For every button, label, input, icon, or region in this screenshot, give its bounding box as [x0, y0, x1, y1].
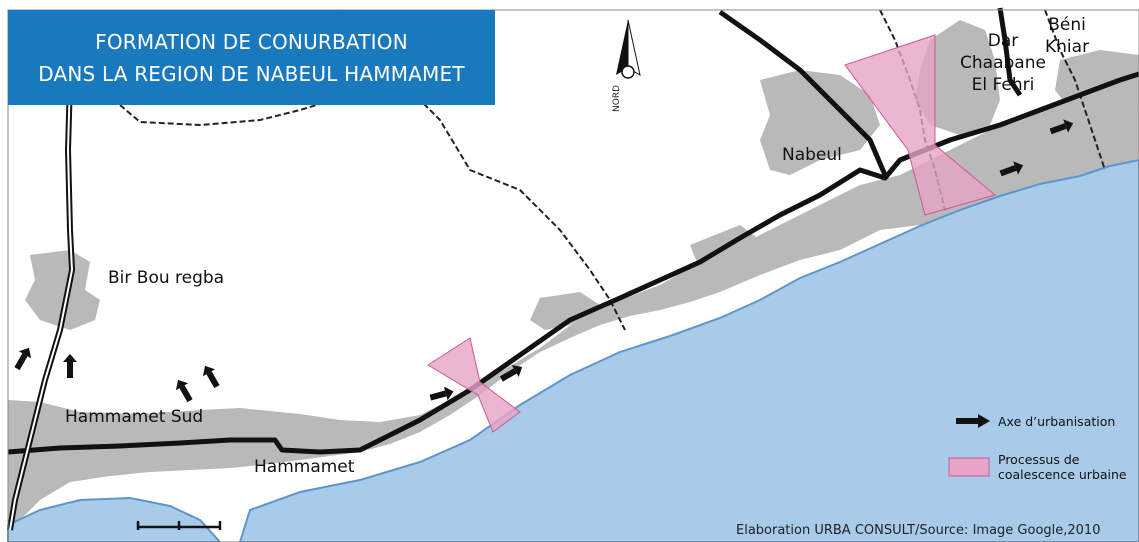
map-frame	[7, 9, 1139, 542]
coalescence-hammamet	[427, 337, 521, 433]
arrow-6	[499, 364, 523, 382]
roads	[7, 7, 1139, 455]
legend-coalescence-swatch	[948, 457, 990, 477]
urban-bir-bou-regba	[25, 250, 100, 330]
arrow-8	[1049, 119, 1074, 135]
label-dar-chaabane: Dar Chaabane El Fehri	[948, 30, 1058, 96]
urban-dar-chaabane	[915, 20, 1000, 135]
label-hammamet: Hammamet	[254, 457, 355, 477]
urban-beni-khiar	[1055, 50, 1139, 120]
urban-nabeul-core	[760, 70, 880, 175]
north-label: NORD	[612, 85, 622, 112]
label-hammamet-sud: Hammamet Sud	[65, 407, 204, 427]
scale-bar	[136, 521, 222, 530]
double-road-inner	[9, 9, 74, 531]
arrow-5	[429, 386, 454, 401]
source-credit: Elaboration URBA CONSULT/Source: Image G…	[736, 523, 1101, 538]
urban-midcoast	[530, 292, 600, 330]
arrow-2	[63, 354, 77, 378]
urbanisation-arrows	[14, 119, 1074, 403]
coalescence-dar-chaabane	[844, 34, 997, 216]
sea	[238, 158, 1139, 542]
legend-coalescence-label: Processus de coalescence urbaine	[998, 452, 1127, 482]
coalescence-zones	[427, 34, 997, 433]
arrow-7	[999, 161, 1024, 177]
north-arrow-icon	[616, 19, 641, 79]
arrow-4	[202, 365, 220, 389]
urban-east-patch	[1090, 118, 1139, 162]
label-beni-khiar-line2: Khiar	[1045, 37, 1090, 57]
label-dar-chaabane-line1: Dar	[987, 31, 1019, 51]
label-nabeul: Nabeul	[782, 145, 842, 165]
legend-axis-label: Axe d’urbanisation	[998, 414, 1116, 429]
arrow-3	[175, 379, 193, 403]
urban-coastal-strip	[8, 75, 1139, 532]
label-dar-chaabane-line2: Chaabane	[960, 53, 1046, 73]
label-dar-chaabane-line3: El Fehri	[971, 75, 1035, 95]
map-title: FORMATION DE CONURBATION DANS LA REGION …	[8, 10, 495, 105]
legend-coalescence-line1: Processus de	[998, 452, 1080, 467]
sea-west	[7, 496, 222, 542]
label-bir-bou-regba: Bir Bou regba	[108, 268, 225, 288]
arrow-1	[14, 347, 32, 371]
legend-coalescence-line2: coalescence urbaine	[998, 467, 1127, 482]
label-beni-khiar-line1: Béni	[1048, 15, 1086, 35]
title-line-1: FORMATION DE CONURBATION	[95, 29, 408, 54]
legend-axis-symbol	[956, 414, 990, 428]
label-beni-khiar: Béni Khiar	[1045, 14, 1089, 58]
title-line-2: DANS LA REGION DE NABEUL HAMMAMET	[38, 61, 465, 86]
